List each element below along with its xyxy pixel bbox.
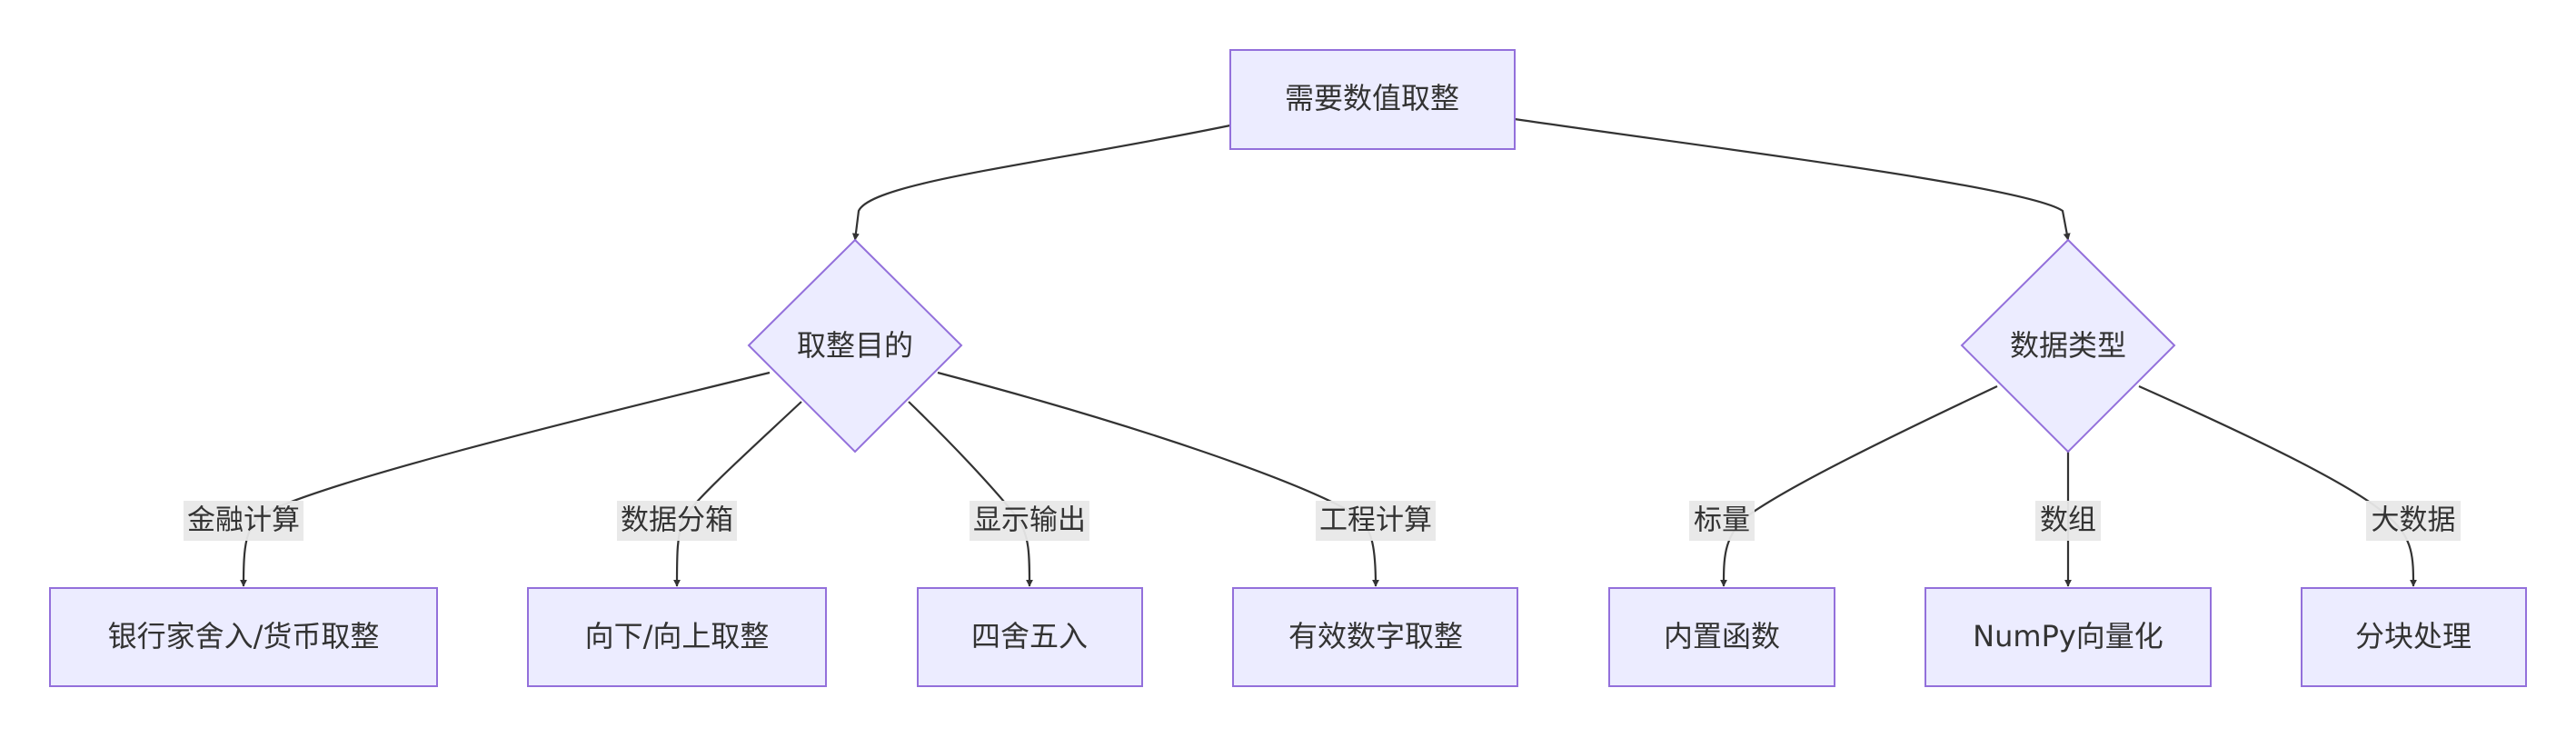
node-floor-ceil-label: 向下/向上取整 — [585, 619, 770, 653]
edge-label-big-data-bg — [2366, 501, 2461, 541]
edge-label-array: 数组 — [2035, 501, 2101, 541]
node-round-half: 四舍五入 — [917, 587, 1143, 687]
edge-label-scalar-bg — [1689, 501, 1755, 541]
decision-data-type: 数据类型 — [1960, 238, 2176, 454]
node-round-half-label: 四舍五入 — [971, 619, 1088, 653]
decision-data-type-label: 数据类型 — [2010, 328, 2126, 363]
node-sig-figs: 有效数字取整 — [1232, 587, 1518, 687]
node-chunked: 分块处理 — [2301, 587, 2527, 687]
node-bankers: 银行家舍入/货币取整 — [49, 587, 438, 687]
edge-label-engineering: 工程计算 — [1316, 501, 1436, 541]
edge-label-binning-text: 数据分箱 — [621, 504, 733, 537]
node-builtin-label: 内置函数 — [1664, 619, 1780, 653]
node-root-box — [1229, 49, 1516, 150]
node-builtin: 内置函数 — [1608, 587, 1835, 687]
node-bankers-box — [49, 587, 438, 687]
edge-data-type-to-chunked — [2138, 384, 2417, 587]
edge-label-scalar-text: 标量 — [1694, 504, 1750, 537]
edge-purpose-to-floor-ceil — [673, 401, 802, 587]
edge-label-array-text: 数组 — [2040, 504, 2096, 537]
node-numpy: NumPy向量化 — [1925, 587, 2212, 687]
edge-label-binning-bg — [617, 501, 737, 541]
edge-label-display-text: 显示输出 — [973, 504, 1086, 537]
node-chunked-box — [2301, 587, 2527, 687]
edge-label-binning: 数据分箱 — [617, 501, 737, 541]
edge-data-type-to-builtin — [1720, 385, 1998, 587]
node-numpy-box — [1925, 587, 2212, 687]
decision-purpose-label: 取整目的 — [797, 328, 913, 363]
edge-label-display: 显示输出 — [970, 501, 1089, 541]
node-floor-ceil-box — [527, 587, 827, 687]
node-root: 需要数值取整 — [1229, 49, 1516, 150]
edge-label-scalar: 标量 — [1689, 501, 1755, 541]
node-root-label: 需要数值取整 — [1285, 81, 1459, 115]
decision-purpose: 取整目的 — [747, 238, 963, 454]
edge-label-engineering-bg — [1316, 501, 1436, 541]
edge-label-array-bg — [2035, 501, 2101, 541]
node-numpy-label: NumPy向量化 — [1973, 619, 2163, 653]
edge-label-finance: 金融计算 — [184, 501, 303, 541]
edge-purpose-to-round-half — [908, 401, 1033, 587]
edge-root-to-data-type — [1514, 117, 2071, 241]
node-sig-figs-box — [1232, 587, 1518, 687]
node-bankers-label: 银行家舍入/货币取整 — [108, 619, 380, 653]
edge-label-big-data: 大数据 — [2366, 501, 2461, 541]
decision-data-type-diamond — [1960, 238, 2176, 454]
node-builtin-box — [1608, 587, 1835, 687]
node-sig-figs-label: 有效数字取整 — [1288, 619, 1463, 653]
edge-purpose-to-bankers — [240, 371, 771, 587]
edge-label-finance-bg — [184, 501, 303, 541]
edge-label-display-bg — [970, 501, 1089, 541]
node-round-half-box — [917, 587, 1143, 687]
edge-root-to-purpose — [851, 124, 1231, 241]
edge-purpose-to-sig-figs — [937, 371, 1379, 587]
node-chunked-label: 分块处理 — [2355, 619, 2472, 653]
decision-purpose-diamond — [747, 238, 963, 454]
edge-label-finance-text: 金融计算 — [187, 504, 300, 537]
edge-label-big-data-text: 大数据 — [2372, 504, 2456, 537]
node-floor-ceil: 向下/向上取整 — [527, 587, 827, 687]
edge-label-engineering-text: 工程计算 — [1319, 504, 1432, 537]
